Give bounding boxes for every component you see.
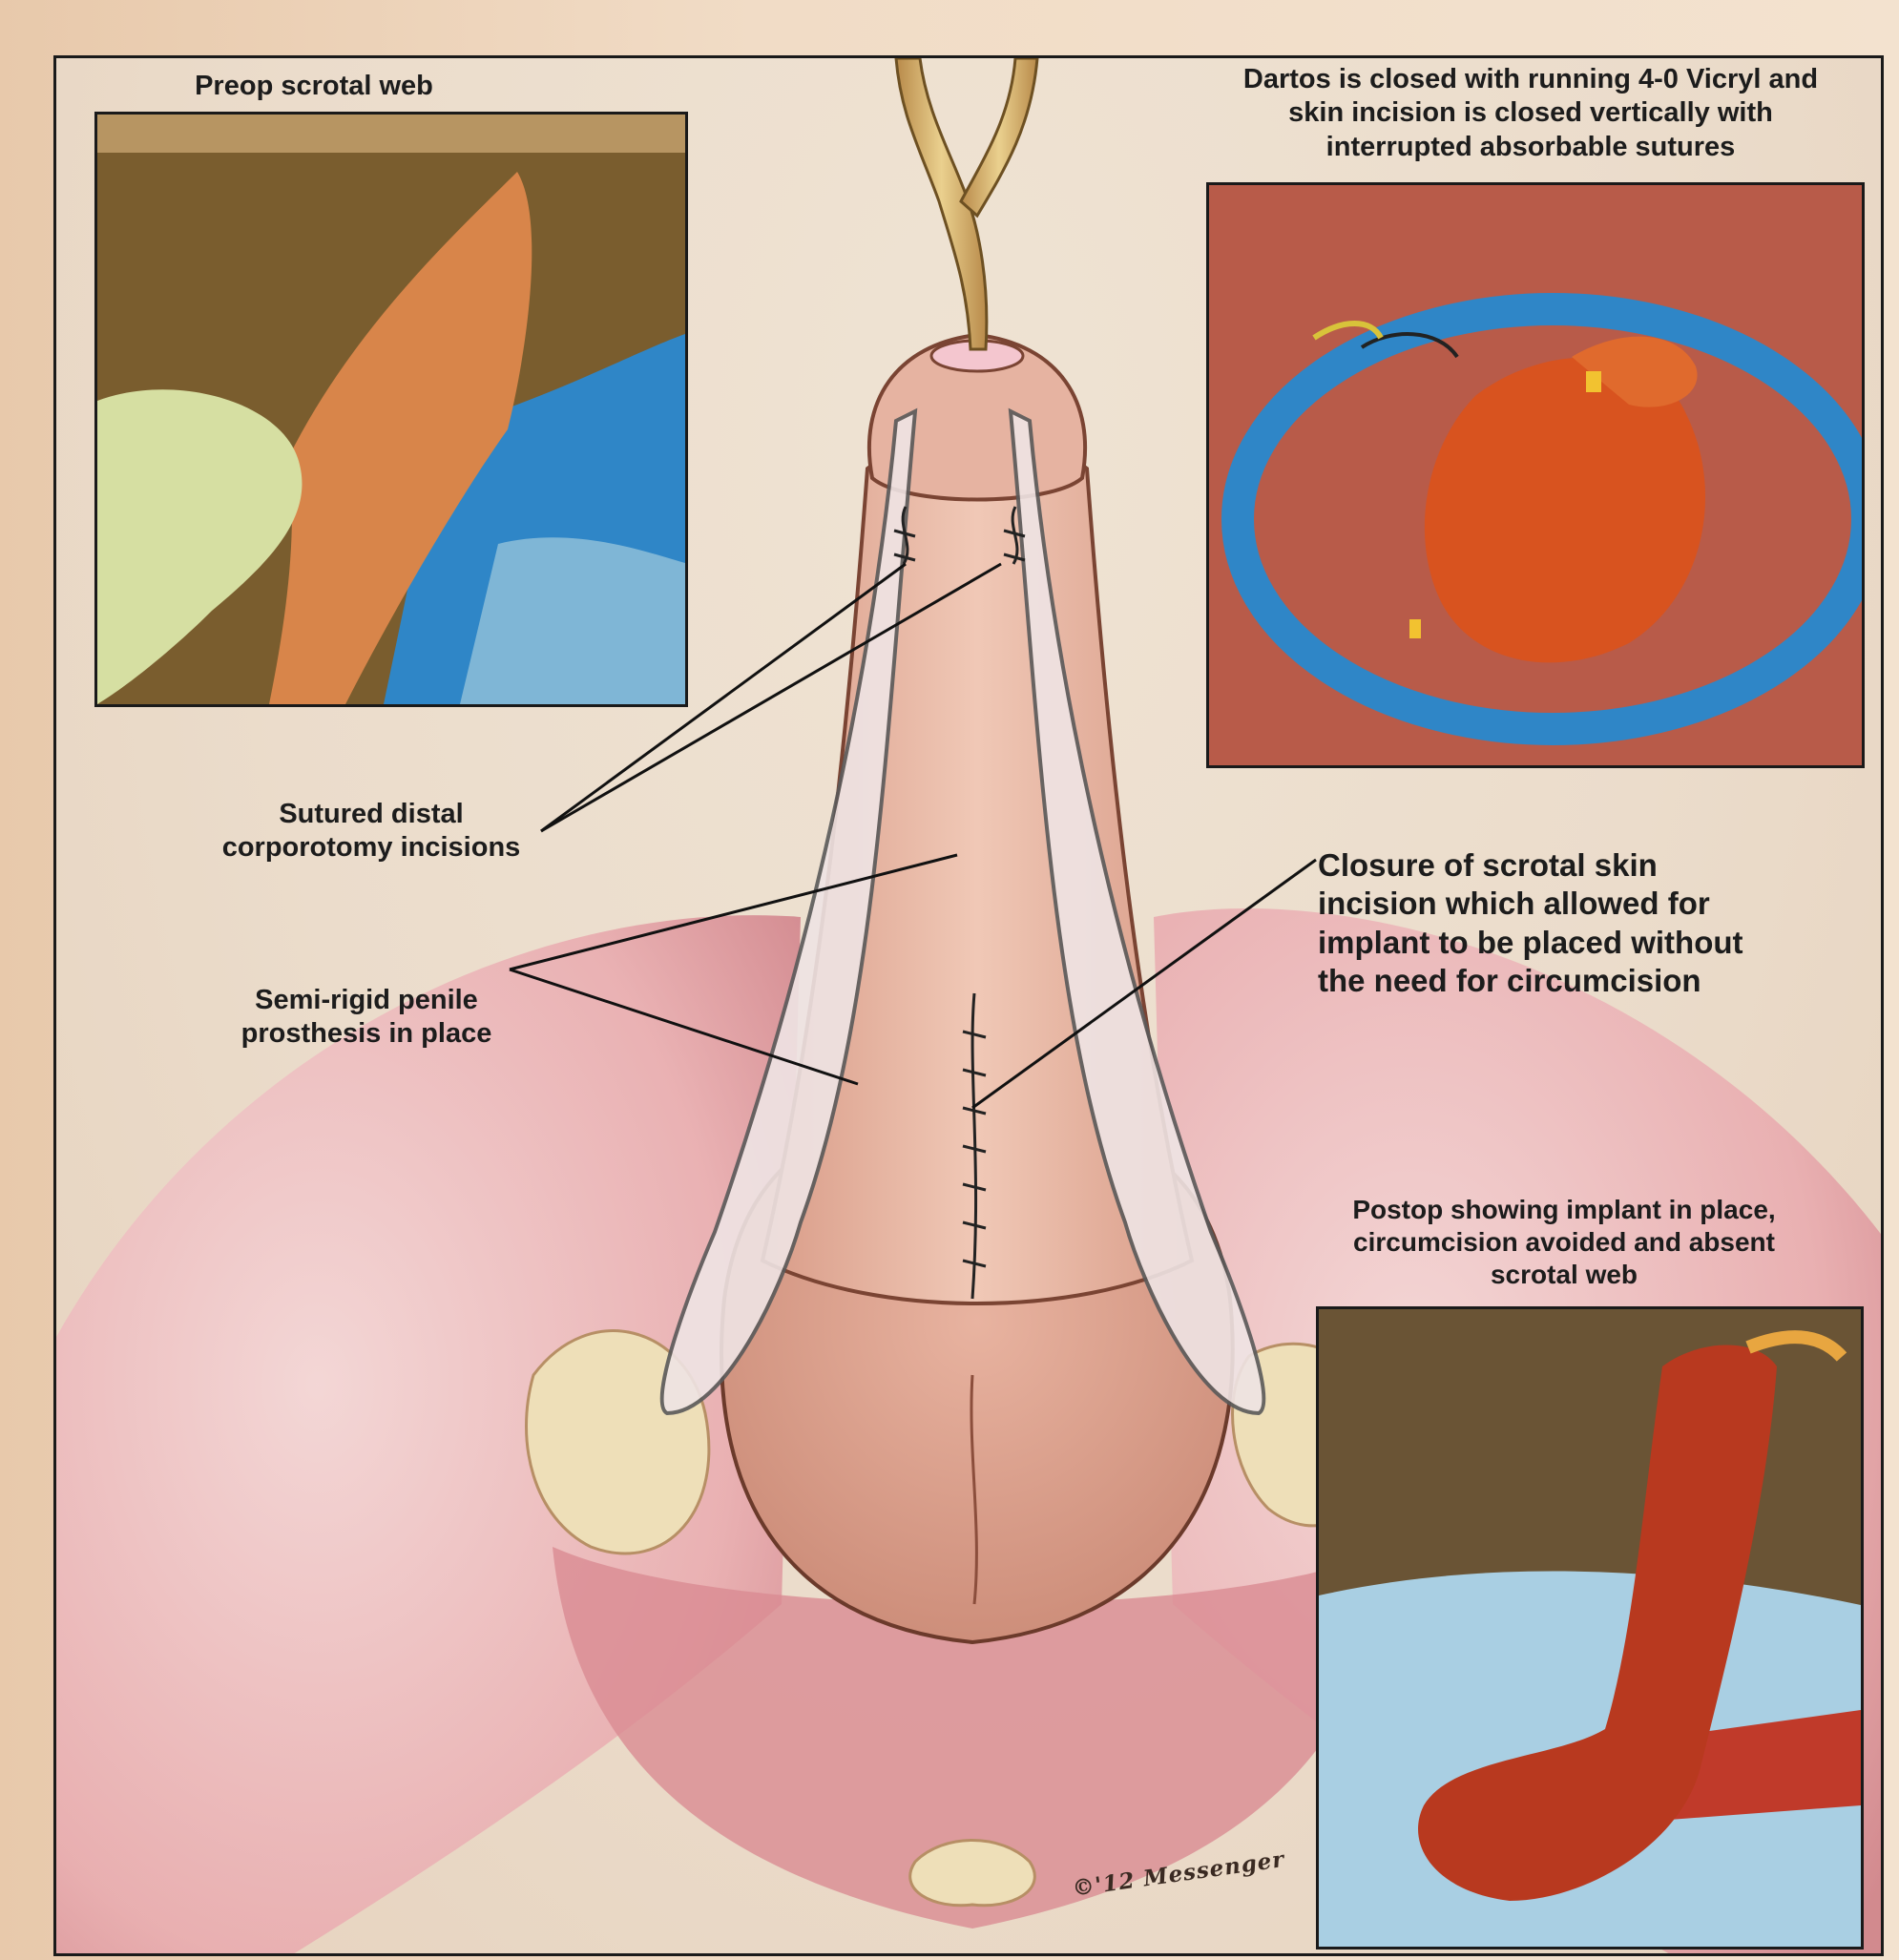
scrotal-raphe bbox=[970, 1374, 978, 1605]
perineum bbox=[553, 1547, 1392, 1929]
leader-lines bbox=[509, 562, 1317, 1110]
photo-postop bbox=[1316, 1306, 1864, 1950]
figure-frame: Preop scrotal web Dartos is closed with … bbox=[53, 55, 1884, 1956]
prosthesis-cylinder-right bbox=[1008, 407, 1266, 1416]
scrotal-suture-line bbox=[962, 992, 987, 1300]
prosthesis-cylinder-left bbox=[659, 407, 918, 1416]
caption-postop: Postop showing implant in place, circumc… bbox=[1352, 1195, 1776, 1290]
urinary-catheter bbox=[894, 58, 989, 351]
caption-sutured-incisions: Sutured distal corporotomy incisions bbox=[221, 799, 521, 864]
anal-fat bbox=[908, 1839, 1036, 1908]
photo-preop-scrotal-web bbox=[94, 112, 688, 707]
caption-semirigid-prosthesis: Semi-rigid penile prosthesis in place bbox=[240, 985, 492, 1050]
caption-scrotal-closure: Closure of scrotal skin incision which a… bbox=[1318, 847, 1743, 998]
distal-sutures bbox=[893, 506, 1026, 565]
catheter-branch bbox=[959, 58, 1039, 219]
caption-preop: Preop scrotal web bbox=[195, 71, 433, 101]
caption-dartos: Dartos is closed with running 4-0 Vicryl… bbox=[1242, 64, 1819, 162]
photo-dartos-closure bbox=[1206, 182, 1865, 768]
